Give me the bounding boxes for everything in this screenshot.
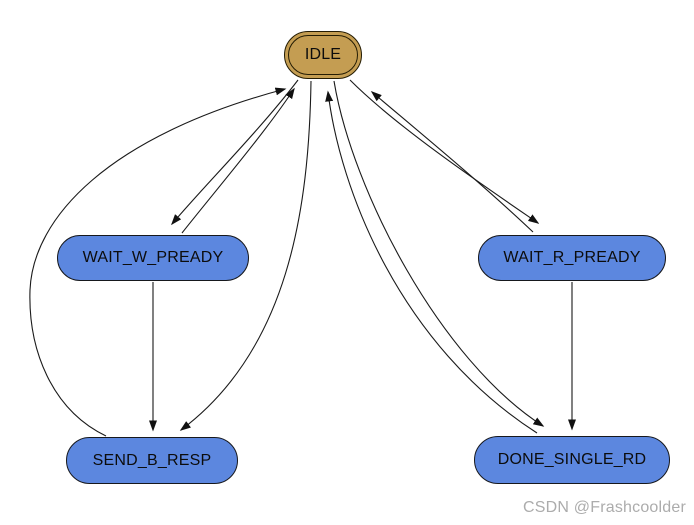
state-node-wait-r-pready: WAIT_R_PREADY bbox=[478, 235, 666, 281]
edge-idle-to-wait-w-pready bbox=[171, 79, 299, 226]
edge-idle-to-wait-r-pready bbox=[349, 79, 540, 224]
state-node-send-b-resp: SEND_B_RESP bbox=[66, 437, 238, 484]
state-node-idle: IDLE bbox=[284, 31, 362, 79]
edge-done-single-rd-to-idle bbox=[325, 90, 538, 434]
edge-idle-to-send-b-resp bbox=[179, 80, 312, 431]
state-label-send-b-resp: SEND_B_RESP bbox=[92, 451, 212, 469]
state-node-done-single-rd: DONE_SINGLE_RD bbox=[474, 436, 670, 484]
edge-wait-w-pready-to-idle bbox=[181, 87, 295, 234]
state-label-wait-w-pready: WAIT_W_PREADY bbox=[82, 249, 224, 266]
state-label-done-single-rd: DONE_SINGLE_RD bbox=[497, 451, 647, 468]
edge-wait-r-pready-to-idle bbox=[370, 91, 534, 233]
edge-send-b-resp-to-idle bbox=[29, 87, 287, 437]
state-label-wait-r-pready: WAIT_R_PREADY bbox=[503, 249, 641, 266]
state-label-idle: IDLE bbox=[304, 46, 342, 63]
csdn-watermark: CSDN @Frashcoolder bbox=[523, 499, 686, 516]
edge-idle-to-done-single-rd bbox=[333, 80, 545, 427]
state-node-wait-w-pready: WAIT_W_PREADY bbox=[57, 235, 249, 281]
